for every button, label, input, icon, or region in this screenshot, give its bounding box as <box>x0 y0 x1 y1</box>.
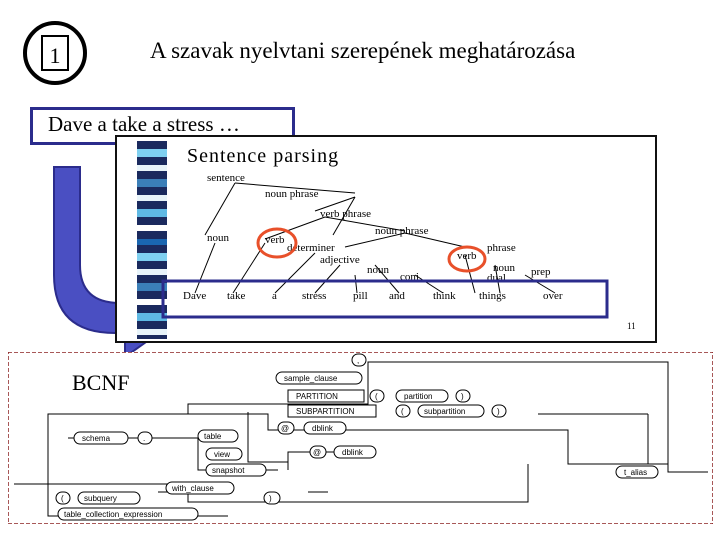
syntax-node: dblink <box>312 424 334 433</box>
syntax-node: sample_clause <box>284 374 338 383</box>
example-sentence: Dave a take a stress … <box>48 112 240 136</box>
slide-number: 1 <box>50 43 61 68</box>
striped-decoration <box>137 141 167 339</box>
sentence-word: Dave <box>183 290 206 302</box>
syntax-node: table_collection_expression <box>64 510 162 519</box>
tree-node: adjective <box>320 254 360 266</box>
tree-node: verb phrase <box>320 208 371 220</box>
sentence-word: things <box>479 290 506 302</box>
syntax-node: with_clause <box>171 484 214 493</box>
sentence-word: think <box>433 290 456 302</box>
tree-node: phrase <box>487 242 516 254</box>
slide-number-badge: 1 <box>23 21 87 85</box>
tree-node: verb <box>265 234 285 246</box>
figure-page-number: 11 <box>627 321 636 331</box>
syntax-node: @ <box>281 424 289 433</box>
word-row-box <box>161 279 609 319</box>
syntax-node: PARTITION <box>296 392 338 401</box>
syntax-node: partition <box>404 392 432 401</box>
sentence-word: take <box>227 290 245 302</box>
syntax-node: schema <box>82 434 111 443</box>
syntax-node: @ <box>313 448 321 457</box>
tree-node: sentence <box>207 172 245 184</box>
tree-node: noun <box>493 262 516 274</box>
syntax-node: ( <box>375 392 378 401</box>
syntax-node: ) <box>497 407 500 416</box>
syntax-node: dblink <box>342 448 364 457</box>
syntax-node: . <box>143 434 145 443</box>
syntax-node: ( <box>61 494 64 503</box>
sentence-word: over <box>543 290 563 302</box>
syntax-node: snapshot <box>212 466 245 475</box>
tree-node: noun phrase <box>265 188 319 200</box>
tree-node: noun phrase <box>375 225 429 237</box>
syntax-node: subquery <box>84 494 117 503</box>
sentence-word: stress <box>302 290 326 302</box>
syntax-node: table <box>204 432 222 441</box>
syntax-railroad-diagram: sample_clause PARTITION SUBPARTITION ( p… <box>8 352 713 524</box>
verb-highlight-circle <box>447 245 487 273</box>
tree-node: determiner <box>287 242 335 254</box>
sentence-word: a <box>272 290 277 302</box>
syntax-node: SUBPARTITION <box>296 407 355 416</box>
slide-title: A szavak nyelvtani szerepének meghatároz… <box>150 38 576 63</box>
syntax-node: ) <box>461 392 464 401</box>
verb-highlight-circle <box>256 227 298 259</box>
tree-node: noun <box>207 232 230 244</box>
bcnf-label: BCNF <box>72 370 130 395</box>
tree-node: noun <box>367 264 390 276</box>
sentence-word: pill <box>353 290 368 302</box>
syntax-node: , <box>357 356 359 365</box>
syntax-node: view <box>214 450 230 459</box>
syntax-node: subpartition <box>424 407 465 416</box>
parse-heading: Sentence parsing <box>187 145 339 167</box>
tree-node: prep <box>531 266 551 278</box>
sentence-word: and <box>389 290 405 302</box>
syntax-node: t_alias <box>624 468 647 477</box>
syntax-node: ) <box>269 494 272 503</box>
syntax-node: ( <box>401 407 404 416</box>
tree-node: verb <box>457 250 477 262</box>
sentence-parsing-figure: Sentence parsing sentence noun phrase ve… <box>115 135 657 343</box>
